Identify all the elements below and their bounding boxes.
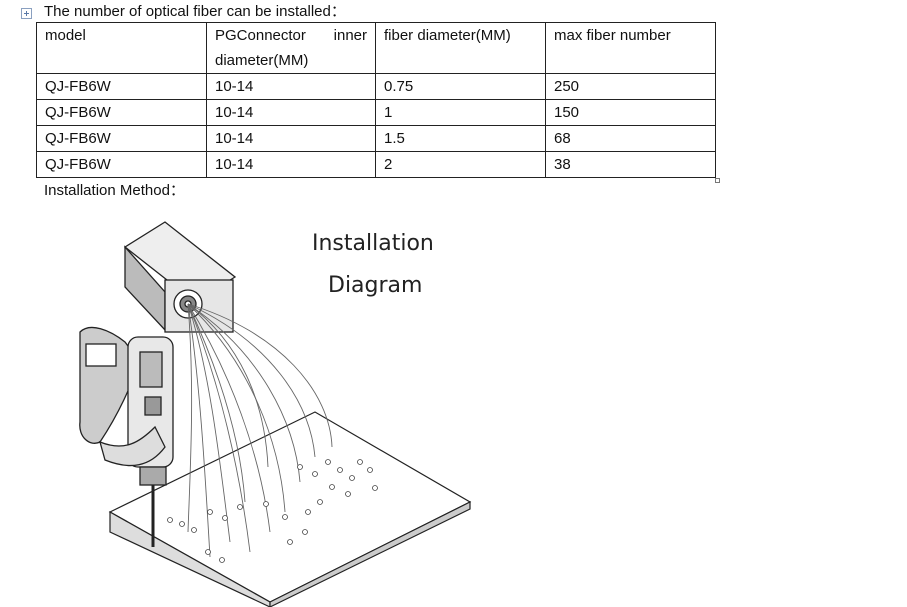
cell-max: 250 [545,73,716,100]
table-row: QJ-FB6W 10-14 0.75 250 [36,73,716,100]
light-source-box [123,221,237,333]
header-pg-connector-line2: diameter(MM) [215,52,309,69]
heading: The number of optical fiber can be insta… [44,3,346,20]
cell-max: 38 [545,151,716,178]
table-header-row: model PGConnector inner diameter(MM) fib… [36,22,716,74]
cell-pg: 10-14 [206,125,376,152]
board-holes [167,459,378,563]
fiber-bundle [187,303,333,558]
cell-fiber: 0.75 [375,73,546,100]
cell-fiber: 1.5 [375,125,546,152]
table-row: QJ-FB6W 10-14 1 150 [36,99,716,126]
header-pg-connector-line1: PGConnector inner [215,27,367,44]
table-row: QJ-FB6W 10-14 1.5 68 [36,125,716,152]
table-resize-handle[interactable] [715,178,720,183]
cell-fiber: 2 [375,151,546,178]
header-pg-connector: PGConnector inner diameter(MM) [206,22,376,74]
cell-pg: 10-14 [206,73,376,100]
work-board [108,411,472,607]
diagram-title-line1: Installation [312,231,434,256]
diagram-title-line2: Diagram [328,273,422,298]
cell-pg: 10-14 [206,99,376,126]
header-max-fiber: max fiber number [545,22,716,74]
installation-diagram-svg: Installation Diagram [79,221,472,607]
table-row: QJ-FB6W 10-14 2 38 [36,151,716,178]
cell-max: 150 [545,99,716,126]
cell-model: QJ-FB6W [36,73,207,100]
table-move-handle-icon[interactable] [21,8,32,19]
cell-max: 68 [545,125,716,152]
installation-diagram-image: Installation Diagram [70,212,482,607]
installation-method-label: Installation Method： [44,182,185,199]
cell-fiber: 1 [375,99,546,126]
drill-and-hand [79,326,174,547]
cell-model: QJ-FB6W [36,151,207,178]
fiber-spec-table: model PGConnector inner diameter(MM) fib… [36,22,716,178]
cell-model: QJ-FB6W [36,99,207,126]
header-fiber-diameter: fiber diameter(MM) [375,22,546,74]
header-model: model [36,22,207,74]
cell-pg: 10-14 [206,151,376,178]
cell-model: QJ-FB6W [36,125,207,152]
